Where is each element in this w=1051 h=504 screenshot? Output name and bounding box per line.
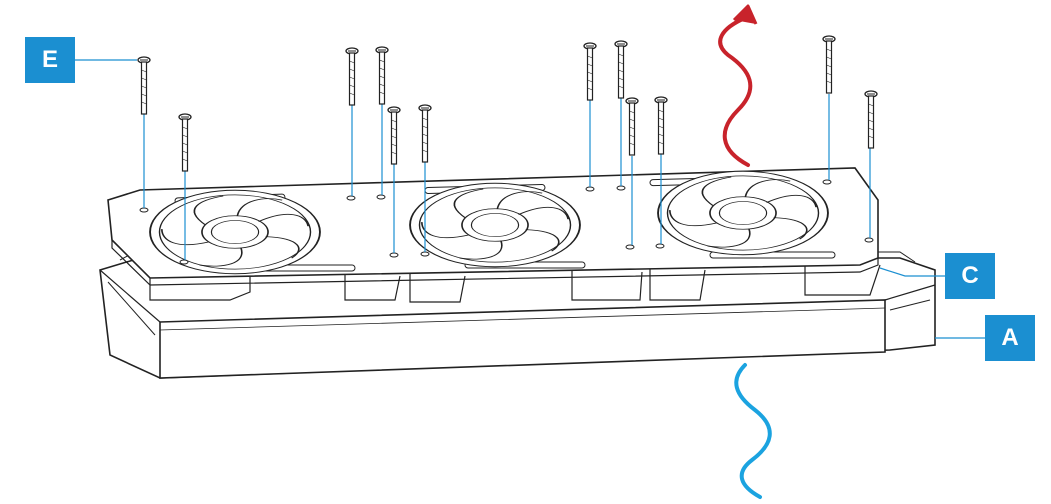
screw-icon	[345, 47, 359, 106]
callout-e-label: E	[25, 37, 75, 83]
callout-leaders	[75, 59, 985, 339]
screw-icon	[387, 106, 401, 165]
fan-right	[657, 170, 829, 256]
screw-icon	[137, 56, 151, 115]
screw-icon	[625, 97, 639, 156]
wavy-line-icon	[734, 363, 772, 499]
fan-middle	[409, 182, 581, 268]
screw-icon	[178, 113, 192, 172]
callout-c-leader	[879, 267, 945, 277]
screws	[137, 35, 878, 172]
screw-icon	[654, 96, 668, 155]
callout-c-label: C	[945, 253, 995, 299]
callout-a-label: A	[985, 315, 1035, 361]
screw-icon	[418, 104, 432, 163]
screw-icon	[375, 46, 389, 105]
screw-icon	[583, 42, 597, 101]
screw-icon	[864, 90, 878, 149]
screw-icon	[822, 35, 836, 94]
screw-guide-lines	[143, 94, 871, 260]
mounting-holes	[139, 179, 874, 265]
fan-left	[149, 189, 321, 275]
radiator	[99, 251, 936, 379]
wavy-arrow-up-icon	[718, 4, 758, 167]
screw-icon	[614, 40, 628, 99]
